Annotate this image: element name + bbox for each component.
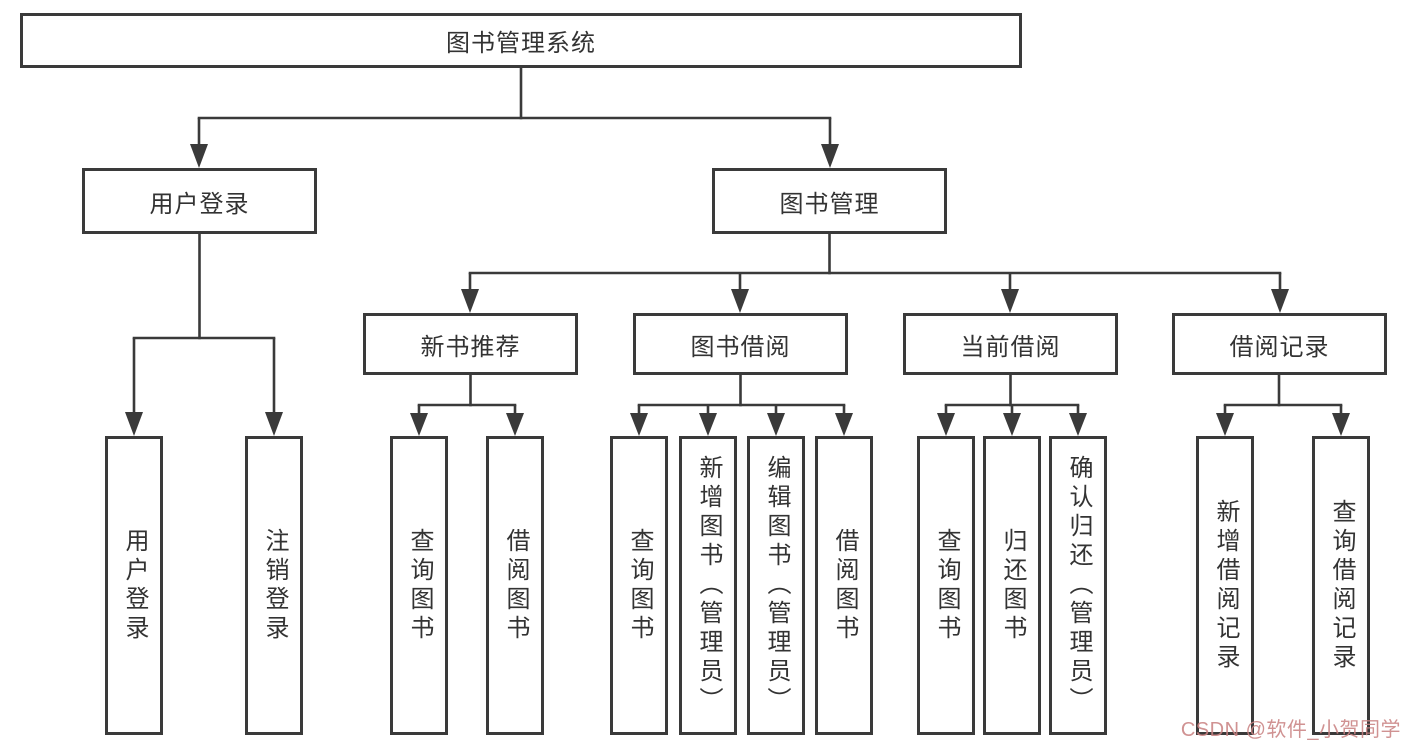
node-records-query-record: 查询借阅记录: [1312, 436, 1370, 735]
node-current-query-books-label: 查询图书: [933, 527, 960, 644]
node-borrow-query-books: 查询图书: [610, 436, 668, 735]
node-book-management: 图书管理: [712, 168, 947, 234]
connector-book-management-to-level3: [461, 234, 1289, 313]
node-current-query-books: 查询图书: [917, 436, 975, 735]
node-new-book-recommend-label: 新书推荐: [420, 333, 521, 361]
node-user-login: 用户登录: [82, 168, 317, 234]
node-book-borrowing: 图书借阅: [633, 313, 848, 375]
node-current-confirm-return-label: 确认归还（管理员）: [1065, 455, 1092, 716]
node-recommend-query-books-label: 查询图书: [406, 527, 433, 644]
node-current-borrowing-label: 当前借阅: [960, 333, 1061, 361]
connector-user-login-to-leaves: [125, 234, 283, 436]
node-current-borrowing: 当前借阅: [903, 313, 1118, 375]
node-borrow-edit-books: 编辑图书（管理员）: [747, 436, 805, 735]
node-records-add-record: 新增借阅记录: [1196, 436, 1254, 735]
node-records-query-record-label: 查询借阅记录: [1328, 498, 1355, 673]
node-borrow-borrow-books: 借阅图书: [815, 436, 873, 735]
connector-new-book-recommend-to-leaves: [410, 375, 524, 436]
csdn-watermark: CSDN @软件_小贺同学: [1180, 719, 1401, 741]
node-current-return-books-label: 归还图书: [999, 527, 1026, 644]
node-records-add-record-label: 新增借阅记录: [1212, 498, 1239, 673]
node-leaf-user-login: 用户登录: [105, 436, 163, 735]
node-borrow-borrow-books-label: 借阅图书: [831, 527, 858, 644]
connector-current-borrowing-to-leaves: [937, 375, 1087, 436]
connector-borrowing-records-to-leaves: [1216, 375, 1350, 436]
connector-root-to-level2: [190, 68, 839, 168]
node-root: 图书管理系统: [20, 13, 1022, 68]
node-recommend-borrow-books-label: 借阅图书: [502, 527, 529, 644]
node-borrowing-records: 借阅记录: [1172, 313, 1387, 375]
node-current-confirm-return: 确认归还（管理员）: [1049, 436, 1107, 735]
node-recommend-borrow-books: 借阅图书: [486, 436, 544, 735]
node-borrow-add-books-label: 新增图书（管理员）: [695, 455, 722, 716]
node-book-borrowing-label: 图书借阅: [690, 333, 791, 361]
node-book-management-label: 图书管理: [779, 190, 880, 218]
node-user-login-label: 用户登录: [149, 190, 250, 218]
node-root-label: 图书管理系统: [446, 30, 596, 57]
connector-book-borrowing-to-leaves: [630, 375, 853, 436]
node-borrow-query-books-label: 查询图书: [626, 527, 653, 644]
node-borrow-edit-books-label: 编辑图书（管理员）: [763, 455, 790, 716]
node-leaf-logout-label: 注销登录: [261, 527, 288, 644]
node-current-return-books: 归还图书: [983, 436, 1041, 735]
node-borrow-add-books: 新增图书（管理员）: [679, 436, 737, 735]
node-new-book-recommend: 新书推荐: [363, 313, 578, 375]
node-leaf-user-login-label: 用户登录: [121, 527, 148, 644]
node-leaf-logout: 注销登录: [245, 436, 303, 735]
node-recommend-query-books: 查询图书: [390, 436, 448, 735]
node-borrowing-records-label: 借阅记录: [1229, 333, 1330, 361]
